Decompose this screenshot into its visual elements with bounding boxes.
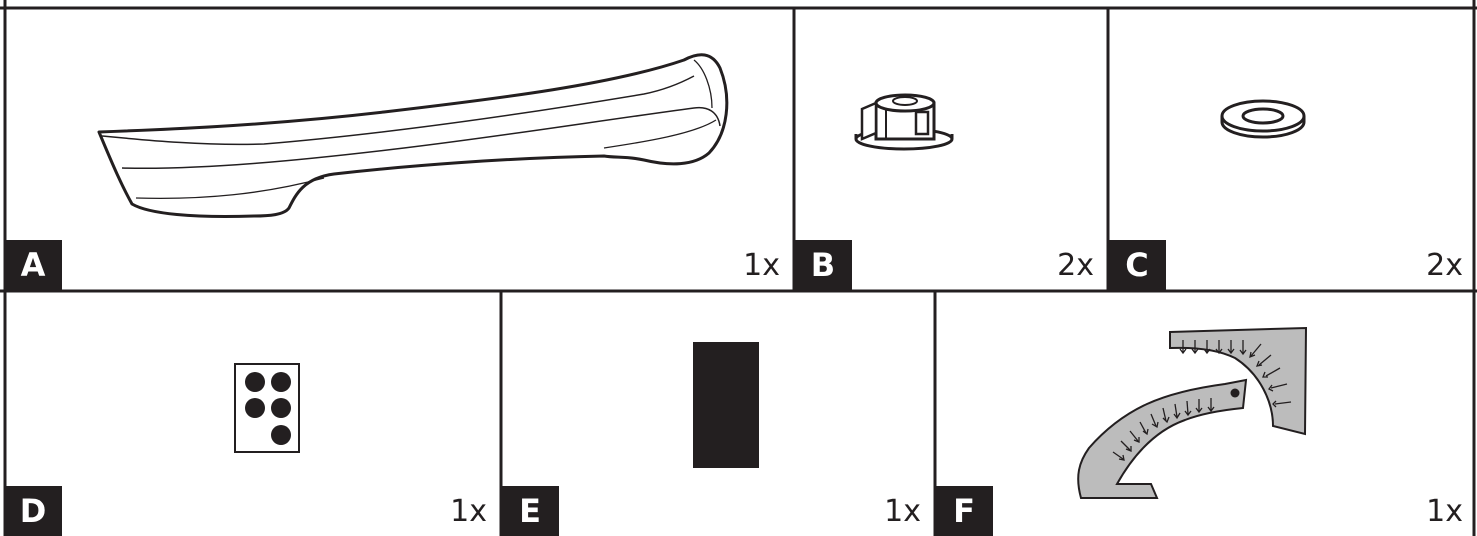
- part-cell-e: E 1x: [501, 292, 935, 536]
- black-pad-icon: [501, 292, 935, 536]
- part-letter: B: [794, 240, 852, 290]
- part-letter: A: [4, 240, 62, 290]
- part-letter: F: [935, 486, 993, 536]
- part-cell-d: D 1x: [4, 292, 501, 536]
- part-quantity: 1x: [450, 492, 487, 532]
- part-cell-a: A 1x: [4, 8, 794, 290]
- part-cell-c: C 2x: [1108, 8, 1477, 290]
- part-cell-b: B 2x: [794, 8, 1108, 290]
- part-quantity: 1x: [1426, 492, 1463, 532]
- part-quantity: 1x: [884, 492, 921, 532]
- template-stencil-icon: [935, 292, 1477, 536]
- part-letter: C: [1108, 240, 1166, 290]
- adhesive-dots-icon: [4, 292, 501, 536]
- part-quantity: 2x: [1426, 246, 1463, 286]
- spoiler-icon: [4, 8, 794, 290]
- part-letter: D: [4, 486, 62, 536]
- part-cell-f: F 1x: [935, 292, 1477, 536]
- part-quantity: 1x: [743, 246, 780, 286]
- part-quantity: 2x: [1057, 246, 1094, 286]
- part-letter: E: [501, 486, 559, 536]
